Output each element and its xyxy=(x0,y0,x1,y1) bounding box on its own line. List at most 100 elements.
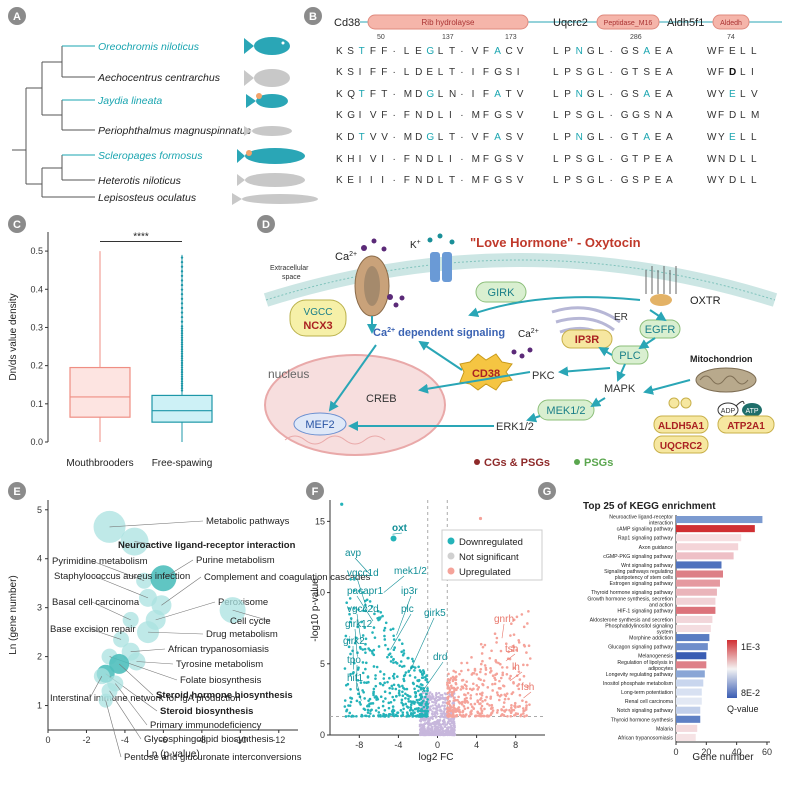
outlier-point xyxy=(180,265,184,268)
potassium-label: K+ xyxy=(410,239,421,251)
up-point xyxy=(470,656,473,659)
gene-label: mek1/2 xyxy=(394,566,427,577)
down-point xyxy=(381,700,385,703)
up-point xyxy=(527,644,531,648)
residue: · xyxy=(393,175,396,186)
up-point xyxy=(528,703,531,706)
down-point xyxy=(424,675,427,679)
leader-line xyxy=(421,661,444,693)
down-point xyxy=(413,711,416,714)
leader-line xyxy=(115,683,148,726)
up-point xyxy=(493,632,497,635)
up-point xyxy=(454,670,457,674)
down-point xyxy=(345,708,349,712)
down-point xyxy=(384,621,388,625)
residue: G xyxy=(587,89,595,100)
residue: F xyxy=(718,67,724,78)
down-point xyxy=(398,693,401,697)
residue: F xyxy=(718,110,724,121)
residue: L xyxy=(404,46,410,57)
bubble-label: Pyrimidine metabolism xyxy=(52,556,148,567)
ns-point xyxy=(431,713,435,716)
down-point xyxy=(388,713,391,716)
up-point xyxy=(489,666,492,670)
down-point xyxy=(377,618,380,622)
residue: V xyxy=(472,132,479,143)
ns-point xyxy=(449,730,452,733)
residue: L xyxy=(751,46,757,57)
residue: F xyxy=(404,175,410,186)
y-tick-label: 5 xyxy=(37,505,42,515)
residue: G xyxy=(587,110,595,121)
box xyxy=(151,394,213,423)
ns-point xyxy=(419,728,422,732)
down-point xyxy=(426,689,429,693)
up-point xyxy=(470,688,474,692)
residue: A xyxy=(494,132,501,143)
ion-icon xyxy=(527,347,533,353)
down-point xyxy=(407,670,410,673)
up-point xyxy=(476,710,479,714)
legend-max: 1E-3 xyxy=(741,642,760,652)
residue: L xyxy=(598,154,604,165)
down-point xyxy=(391,713,395,717)
down-point xyxy=(414,694,418,698)
ns-point xyxy=(431,710,434,713)
down-point xyxy=(368,648,372,652)
up-point xyxy=(495,711,499,714)
residue: · xyxy=(610,175,613,186)
erk-label: ERK1/2 xyxy=(496,421,534,433)
bar xyxy=(676,670,705,678)
ns-point xyxy=(435,711,438,715)
ns-point xyxy=(435,706,439,710)
ca-er-text: Ca xyxy=(518,329,531,340)
down-point xyxy=(424,702,428,706)
up-point xyxy=(518,693,522,697)
residue: N xyxy=(576,89,583,100)
down-point xyxy=(391,627,395,631)
x-tick-label: -8 xyxy=(198,735,206,745)
up-point xyxy=(497,698,501,702)
outlier-point xyxy=(180,389,184,392)
leader-line xyxy=(147,631,204,635)
down-point xyxy=(423,709,427,713)
residue: G xyxy=(621,110,629,121)
residue: V xyxy=(381,132,388,143)
down-point xyxy=(368,600,372,603)
residue: A xyxy=(666,132,673,143)
down-point xyxy=(426,702,429,706)
domain-box xyxy=(596,14,660,30)
ns-point xyxy=(443,705,446,708)
residue: L xyxy=(740,89,746,100)
down-point xyxy=(417,706,420,710)
residue: E xyxy=(655,154,662,165)
up-point xyxy=(479,707,483,710)
down-point xyxy=(395,694,398,698)
residue: N xyxy=(655,110,662,121)
down-point xyxy=(390,655,393,659)
residue: · xyxy=(393,110,396,121)
arrow-icon xyxy=(558,366,611,377)
up-point xyxy=(510,692,514,696)
ip3r-label: IP3R xyxy=(575,334,600,346)
ns-point xyxy=(447,732,451,736)
down-point xyxy=(401,713,405,717)
x-tick-label: -8 xyxy=(355,740,363,750)
gene-label: girk5 xyxy=(424,608,446,619)
leader-line xyxy=(89,676,103,699)
up-point xyxy=(486,702,489,706)
residue: T xyxy=(449,67,455,78)
bar-label: Thyroid hormone synthesis xyxy=(611,717,674,723)
bar-label: Signaling pathways regulating xyxy=(604,569,673,575)
leader-line xyxy=(396,595,412,636)
down-point xyxy=(386,680,389,684)
residue: · xyxy=(393,154,396,165)
residue: Y xyxy=(718,89,725,100)
bubble-label: Purine metabolism xyxy=(196,555,275,566)
residue: · xyxy=(460,154,463,165)
er-calcium-ions xyxy=(511,347,533,359)
residue: L xyxy=(553,67,559,78)
residue: D xyxy=(415,67,422,78)
residue: A xyxy=(666,67,673,78)
down-point xyxy=(411,709,415,712)
